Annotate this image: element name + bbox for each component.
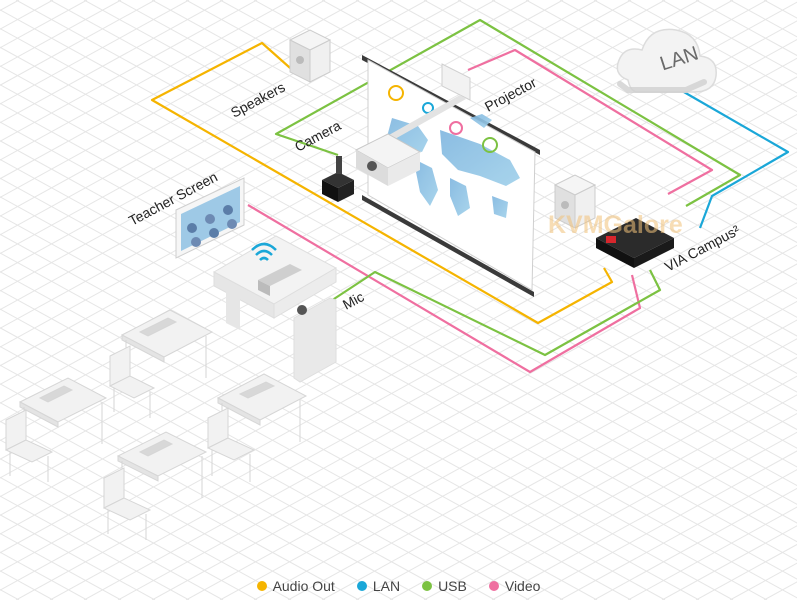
legend: Audio Out LAN USB Video (0, 578, 797, 594)
legend-dot (256, 581, 267, 591)
student-desk (120, 309, 214, 380)
lan-cloud (616, 28, 717, 93)
student-desk (116, 431, 208, 500)
student-chair (4, 409, 54, 482)
student-chair (206, 407, 256, 482)
teacher-desk (212, 235, 338, 383)
student-desk (216, 373, 308, 442)
world-map (384, 114, 520, 218)
legend-item-lan: LAN (356, 578, 401, 594)
teacher-screen (175, 177, 245, 259)
usb-cable-camera (274, 18, 742, 207)
projector-label: Projector (482, 74, 539, 115)
speaker-top (288, 29, 332, 83)
projection-screen (362, 55, 540, 297)
legend-label: USB (438, 578, 467, 594)
camera (322, 156, 354, 202)
legend-dot (422, 581, 433, 591)
usb-cable-mic (304, 269, 662, 357)
legend-label: Audio Out (272, 578, 335, 594)
video-cable-projector (467, 48, 714, 195)
speaker-right (553, 174, 597, 229)
student-desk (18, 377, 108, 446)
legend-item-audio-out: Audio Out (256, 578, 335, 594)
student-desks (4, 309, 308, 540)
watermark-text: KVMGalore (548, 211, 683, 239)
legend-label: Video (504, 578, 541, 594)
legend-item-usb: USB (422, 578, 467, 594)
via-campus-device (596, 218, 674, 268)
student-chair (102, 467, 152, 540)
lan-cable (669, 83, 790, 229)
projector (354, 63, 471, 186)
legend-dot (488, 581, 499, 591)
audio-cable (150, 41, 614, 325)
legend-item-video: Video (488, 578, 541, 594)
cables (150, 18, 790, 374)
video-cable-teacher-screen (247, 204, 642, 374)
student-chair (108, 345, 156, 418)
legend-dot (356, 581, 367, 591)
legend-label: LAN (372, 578, 401, 594)
